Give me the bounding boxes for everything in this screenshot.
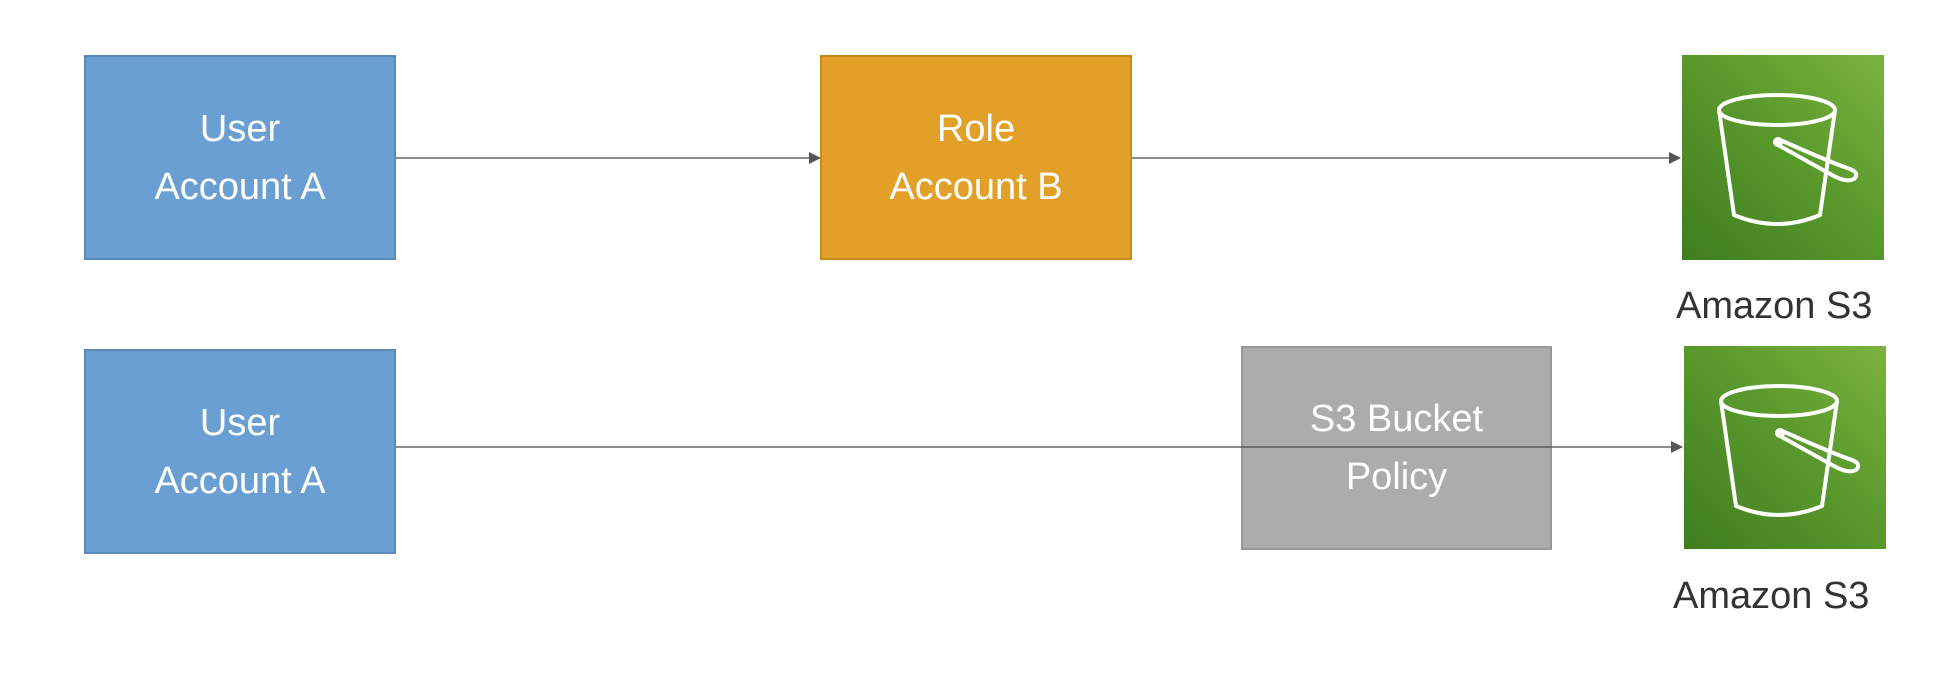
s3-bucket-icon xyxy=(1682,55,1884,260)
s3-bucket-icon-2 xyxy=(1684,346,1886,549)
user-box-2-label-line2: Account A xyxy=(154,459,326,502)
policy-box-label-line1: S3 Bucket xyxy=(1309,398,1484,440)
role-account-b-box: Role Account B xyxy=(820,55,1132,260)
s3-caption-bottom: Amazon S3 xyxy=(1673,575,1870,617)
s3-bucket-policy-box: S3 Bucket Policy xyxy=(1241,346,1552,550)
role-box-label-line1: Role xyxy=(936,107,1016,150)
user-account-a-box-2: User Account A xyxy=(84,349,396,554)
user-account-a-box: User Account A xyxy=(84,55,396,260)
s3-caption-top: Amazon S3 xyxy=(1676,285,1873,327)
user-box-2-label-line1: User xyxy=(199,401,281,444)
policy-box-label-line2: Policy xyxy=(1345,456,1448,498)
user-box-label-line1: User xyxy=(199,107,281,150)
user-box-label-line2: Account A xyxy=(154,165,326,208)
bucket-icon-2 xyxy=(1719,384,1861,517)
bucket-icon xyxy=(1717,93,1859,226)
role-box-label-line2: Account B xyxy=(889,165,1063,208)
